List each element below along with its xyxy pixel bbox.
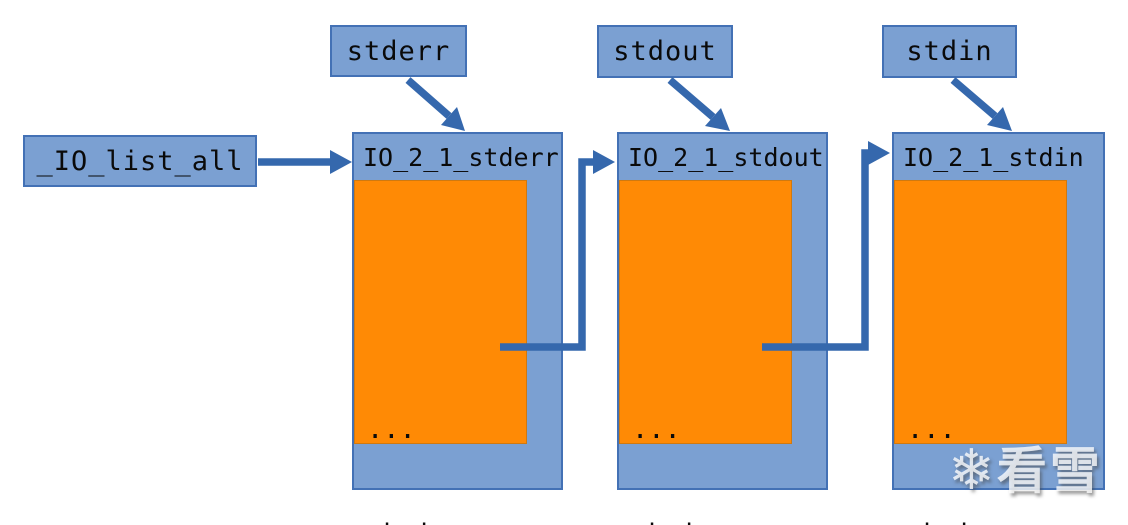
stdin-label-arrowhead xyxy=(987,107,1012,131)
io-list-all-pointer-box: _IO_list_all xyxy=(23,135,257,187)
chain-arrowhead-stdin xyxy=(868,141,890,165)
stderr-label-arrow xyxy=(405,77,452,119)
label-stderr: stderr xyxy=(346,35,451,67)
struct-fields-stdin: ... chain ... xyxy=(907,342,1037,525)
struct-box-stdin: IO_2_1_stdin ... chain ... xyxy=(892,132,1105,525)
struct-body-stdout: ... chain ... xyxy=(619,180,792,525)
struct-title-stderr: IO_2_1_stderr xyxy=(363,143,559,172)
watermark-text: 看雪 xyxy=(996,442,1103,500)
struct-title-stdin: IO_2_1_stdin xyxy=(903,143,1084,172)
struct-box-stdout: IO_2_1_stdout ... chain ... xyxy=(617,132,828,525)
label-box-stdout: stdout xyxy=(597,25,733,78)
struct-body-stdin: ... chain ... xyxy=(894,180,1067,525)
field-chain: chain xyxy=(367,517,497,525)
io-list-all-label: _IO_list_all xyxy=(36,145,244,177)
snowflake-icon: ❄ xyxy=(948,438,995,503)
struct-box-stderr: IO_2_1_stderr ... chain ... xyxy=(352,132,563,525)
stdout-label-arrow xyxy=(667,77,716,120)
stderr-label-arrowhead xyxy=(441,107,465,131)
field-chain: chain xyxy=(632,517,762,525)
struct-fields-stderr: ... chain ... xyxy=(367,342,497,525)
field-chain: chain xyxy=(907,517,1037,525)
field-ellipsis: ... xyxy=(632,414,681,445)
field-ellipsis: ... xyxy=(907,414,956,445)
watermark: ❄ 看雪 xyxy=(948,441,1103,501)
struct-title-stdout: IO_2_1_stdout xyxy=(628,143,824,172)
stdout-label-arrowhead xyxy=(705,108,730,131)
field-ellipsis: ... xyxy=(367,414,416,445)
label-stdout: stdout xyxy=(613,36,717,67)
stdin-label-arrow xyxy=(950,77,998,119)
io-list-all-arrowhead xyxy=(330,150,352,174)
label-box-stderr: stderr xyxy=(330,25,467,77)
label-stdin: stdin xyxy=(906,36,993,67)
label-box-stdin: stdin xyxy=(882,25,1017,78)
struct-fields-stdout: ... chain ... xyxy=(632,342,762,525)
chain-arrowhead-stdout xyxy=(593,150,615,174)
struct-body-stderr: ... chain ... xyxy=(354,180,527,525)
